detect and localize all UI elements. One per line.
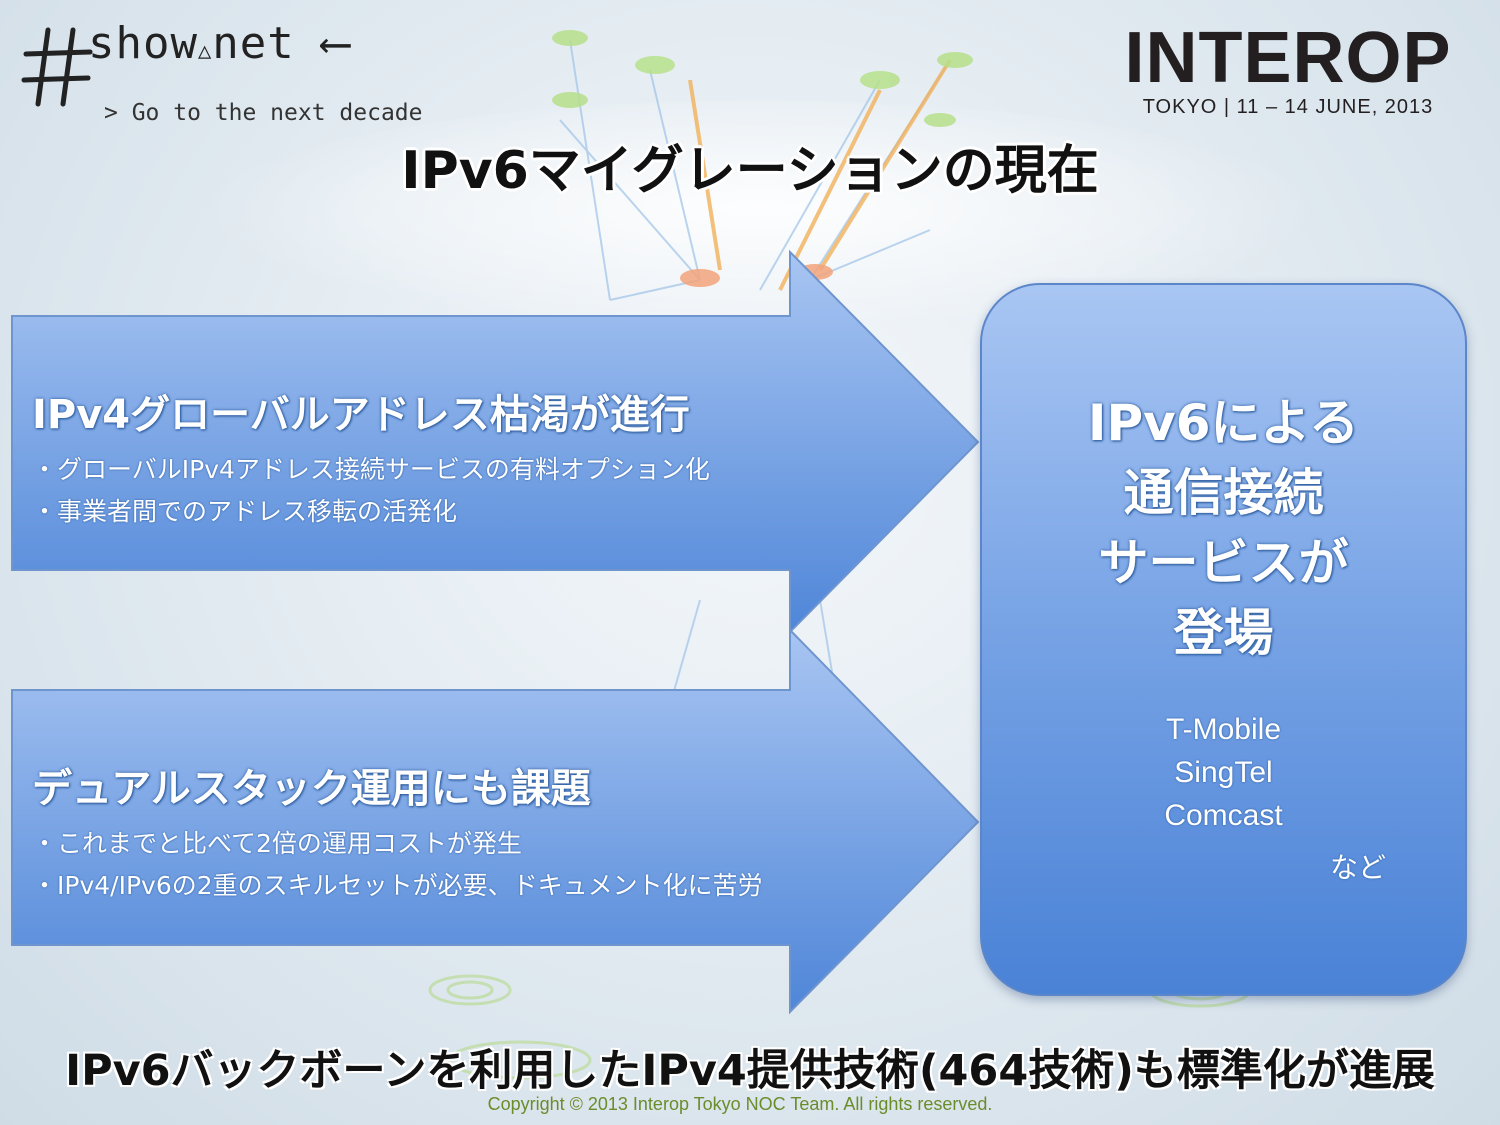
triangle-icon: △	[197, 39, 213, 64]
arrow-2-content: デュアルスタック運用にも課題 ・これまでと比べて2倍の運用コストが発生 ・IPv…	[32, 756, 763, 902]
arrow-2-point-1: ・これまでと比べて2倍の運用コストが発生	[32, 829, 522, 858]
copyright-notice: Copyright © 2013 Interop Tokyo NOC Team.…	[487, 1094, 993, 1114]
bottom-statement: IPv6バックボーンを利用したIPv4提供技術(464技術)も標準化が進展	[65, 1046, 1435, 1096]
shownet-wordmark: show△net ⟵	[88, 18, 350, 69]
shownet-logo	[18, 22, 98, 116]
shownet-brand-suffix: net	[212, 18, 295, 69]
arrow-2-heading: デュアルスタック運用にも課題	[32, 766, 591, 812]
arrow-2-point-2: ・IPv4/IPv6の2重のスキルセットが必要、ドキュメント化に苦労	[32, 871, 763, 900]
provider-item: SingTel	[1174, 756, 1273, 789]
arrow-1-shape	[11, 249, 980, 635]
result-heading-line: 登場	[1173, 604, 1274, 662]
shownet-tagline: > Go to the next decade	[104, 100, 423, 126]
interop-subtitle: TOKYO | 11 – 14 JUNE, 2013	[1142, 96, 1434, 118]
result-box	[980, 283, 1467, 996]
provider-etc: など	[1330, 851, 1387, 884]
provider-item: T-Mobile	[1165, 713, 1282, 746]
arrow-1-point-1: ・グローバルIPv4アドレス接続サービスの有料オプション化	[32, 455, 710, 484]
provider-item: Comcast	[1164, 799, 1283, 832]
result-heading-line: サービスが	[1098, 534, 1349, 592]
result-heading-line: 通信接続	[1123, 464, 1324, 522]
arrow-1-point-2: ・事業者間でのアドレス移転の活発化	[32, 497, 458, 526]
arrow-1-content: IPv4グローバルアドレス枯渇が進行 ・グローバルIPv4アドレス接続サービスの…	[32, 382, 710, 528]
arrow-2-shape	[11, 627, 980, 1015]
result-heading-line: IPv6による	[1087, 394, 1360, 452]
arrow-1-heading: IPv4グローバルアドレス枯渇が進行	[32, 392, 690, 438]
hash-icon	[21, 27, 93, 107]
interop-logo: INTEROP TOKYO | 11 – 14 JUNE, 2013	[1108, 22, 1468, 119]
return-arrow-icon: ⟵	[294, 18, 350, 69]
interop-name: INTEROP	[1124, 18, 1452, 98]
result-heading: IPv6による 通信接続 サービスが 登場	[980, 388, 1467, 668]
slide-title: IPv6マイグレーションの現在	[401, 141, 1099, 201]
provider-list: T-Mobile SingTel Comcast	[980, 708, 1467, 837]
shownet-brand: show	[88, 18, 198, 69]
